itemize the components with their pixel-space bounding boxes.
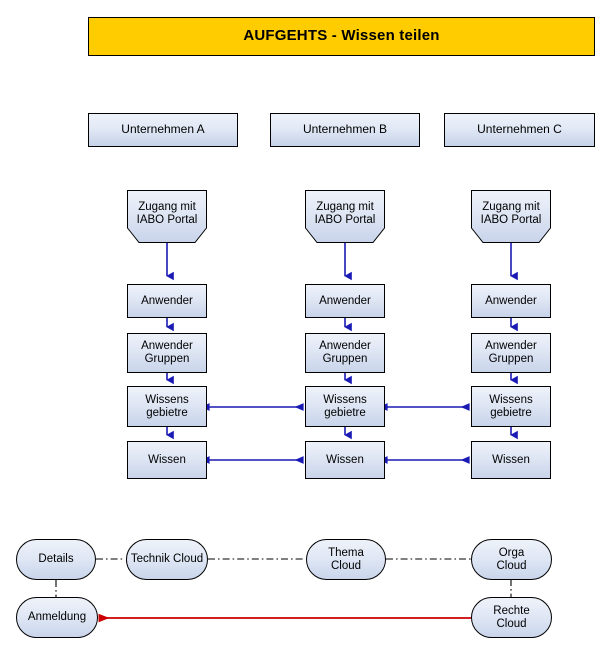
page-title: AUFGEHTS - Wissen teilen bbox=[243, 27, 440, 45]
chamfer-shape-c bbox=[471, 190, 551, 243]
zugang-box-b[interactable]: Zugang mit IABO Portal bbox=[305, 190, 385, 243]
cloud-connectors bbox=[55, 558, 512, 597]
wissensgebietre-box-c[interactable]: Wissens gebietre bbox=[471, 386, 551, 427]
wissen-label-b: Wissen bbox=[326, 453, 364, 466]
technik-cloud-label: Technik Cloud bbox=[130, 553, 204, 566]
anwender-label-c: Anwender bbox=[485, 294, 537, 307]
zugang-label-c: Zugang mit IABO Portal bbox=[480, 201, 542, 226]
thema-cloud-pill[interactable]: Thema Cloud bbox=[306, 539, 386, 580]
anwender-gruppen-box-c[interactable]: Anwender Gruppen bbox=[471, 333, 551, 373]
anwender-gruppen-box-a[interactable]: Anwender Gruppen bbox=[127, 333, 207, 373]
company-box-c[interactable]: Unternehmen C bbox=[444, 113, 595, 147]
anwender-label-a: Anwender bbox=[141, 294, 193, 307]
technik-cloud-pill[interactable]: Technik Cloud bbox=[126, 539, 208, 580]
wissensgebietre-label-a: Wissens gebietre bbox=[145, 393, 189, 419]
anwender-label-b: Anwender bbox=[319, 294, 371, 307]
company-label-b: Unternehmen B bbox=[302, 122, 388, 137]
wissen-label-c: Wissen bbox=[492, 453, 530, 466]
anmeldung-label: Anmeldung bbox=[27, 611, 87, 624]
company-box-a[interactable]: Unternehmen A bbox=[88, 113, 238, 147]
company-label-c: Unternehmen C bbox=[477, 122, 562, 137]
orga-cloud-pill[interactable]: Orga Cloud bbox=[471, 539, 552, 580]
thema-cloud-label: Thema Cloud bbox=[328, 546, 364, 572]
zugang-label-a: Zugang mit IABO Portal bbox=[136, 201, 198, 226]
zugang-box-c[interactable]: Zugang mit IABO Portal bbox=[471, 190, 551, 243]
anwender-box-a[interactable]: Anwender bbox=[127, 284, 207, 318]
details-pill[interactable]: Details bbox=[16, 539, 96, 580]
anwender-gruppen-label-b: Anwender Gruppen bbox=[319, 340, 371, 365]
wissen-label-a: Wissen bbox=[148, 453, 186, 466]
anwender-gruppen-box-b[interactable]: Anwender Gruppen bbox=[305, 333, 385, 373]
chamfer-shape-b bbox=[305, 190, 385, 243]
orga-cloud-label: Orga Cloud bbox=[496, 546, 527, 572]
rechte-cloud-label: Rechte Cloud bbox=[493, 604, 530, 630]
page-title-banner: AUFGEHTS - Wissen teilen bbox=[88, 17, 595, 56]
anwender-box-b[interactable]: Anwender bbox=[305, 284, 385, 318]
wissen-box-b[interactable]: Wissen bbox=[305, 441, 385, 479]
wissensgebietre-label-c: Wissens gebietre bbox=[489, 393, 533, 419]
rechte-cloud-pill[interactable]: Rechte Cloud bbox=[471, 597, 552, 638]
company-box-b[interactable]: Unternehmen B bbox=[270, 113, 420, 147]
wissensgebietre-label-b: Wissens gebietre bbox=[323, 393, 367, 419]
wissen-box-c[interactable]: Wissen bbox=[471, 441, 551, 479]
anwender-gruppen-label-a: Anwender Gruppen bbox=[141, 340, 193, 365]
zugang-label-b: Zugang mit IABO Portal bbox=[314, 201, 376, 226]
anwender-box-c[interactable]: Anwender bbox=[471, 284, 551, 318]
anmeldung-pill[interactable]: Anmeldung bbox=[16, 597, 98, 638]
anwender-gruppen-label-c: Anwender Gruppen bbox=[485, 340, 537, 365]
zugang-box-a[interactable]: Zugang mit IABO Portal bbox=[127, 190, 207, 243]
chamfer-shape-a bbox=[127, 190, 207, 243]
wissensgebietre-box-b[interactable]: Wissens gebietre bbox=[305, 386, 385, 427]
wissen-box-a[interactable]: Wissen bbox=[127, 441, 207, 479]
wissensgebietre-box-a[interactable]: Wissens gebietre bbox=[127, 386, 207, 427]
details-label: Details bbox=[38, 553, 74, 566]
company-label-a: Unternehmen A bbox=[121, 122, 205, 137]
